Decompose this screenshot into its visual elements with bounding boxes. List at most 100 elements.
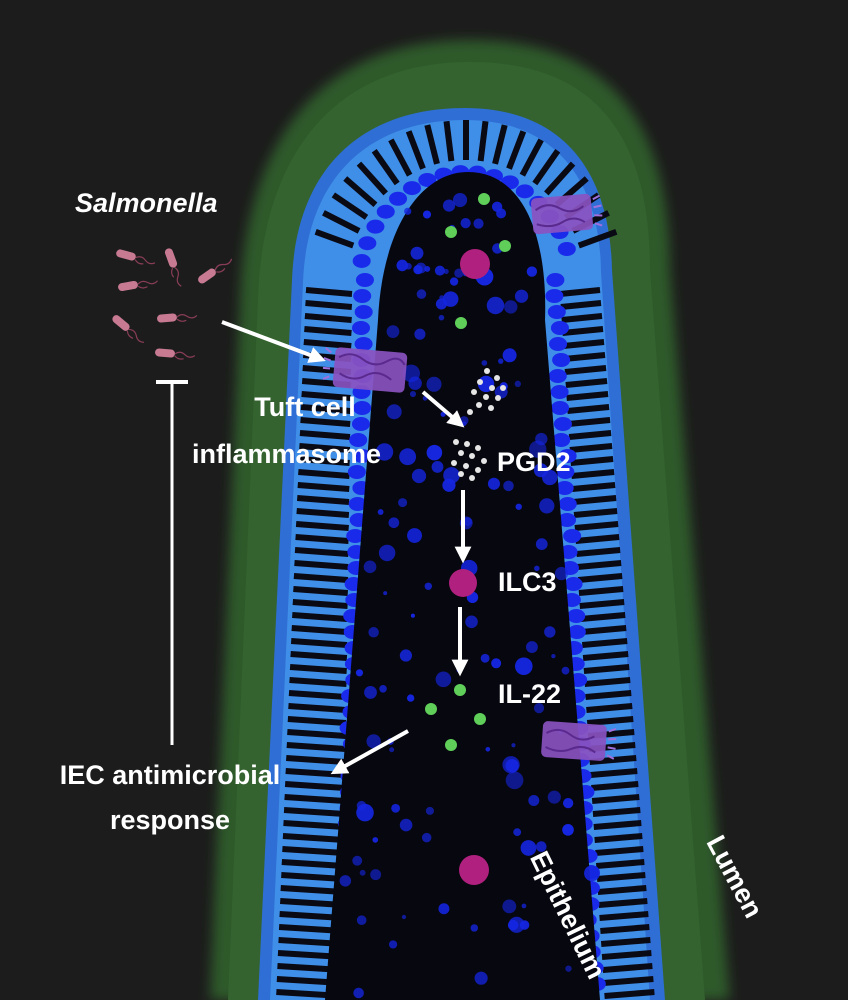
cell-stripe	[299, 443, 351, 453]
tuft-cell	[322, 347, 408, 393]
cell-stripe	[477, 120, 489, 162]
cell-stripe	[296, 495, 350, 505]
cell-stripe	[600, 937, 651, 947]
nucleus	[358, 236, 377, 251]
cell-stripe	[572, 495, 617, 505]
immune-cell-dot	[496, 208, 507, 219]
nucleus	[353, 449, 372, 463]
immune-cell-dot	[443, 268, 449, 275]
cell-stripe	[283, 820, 345, 830]
immune-cell-dot	[454, 268, 464, 278]
cell-stripe	[532, 149, 561, 186]
immune-cell-dot	[368, 627, 379, 638]
cell-stripe	[303, 339, 352, 349]
immune-cell-dot	[383, 591, 388, 596]
ilc3-cell	[459, 855, 489, 885]
immune-cell-dot	[562, 824, 574, 836]
immune-cell-dot	[515, 503, 522, 510]
cell-stripe	[571, 469, 615, 479]
immune-cell-dot	[424, 265, 431, 272]
cell-stripe	[600, 924, 650, 934]
cell-stripe	[566, 391, 609, 401]
nucleus	[376, 204, 395, 219]
cell-stripe	[305, 300, 353, 310]
cell-stripe	[290, 651, 348, 661]
cell-stripe	[293, 573, 349, 583]
immune-cell-dot	[431, 461, 444, 473]
immune-cell-dot	[440, 411, 446, 417]
immune-cell-dot	[399, 649, 413, 662]
nucleus	[355, 273, 374, 287]
immune-cell-dot	[470, 924, 479, 932]
immune-cell-dot	[416, 289, 427, 299]
cell-stripe	[356, 161, 388, 196]
cell-stripe	[592, 807, 641, 817]
cell-stripe	[586, 703, 633, 713]
immune-cell-dot	[372, 837, 379, 843]
cell-stripe	[299, 430, 351, 440]
nucleus	[558, 513, 577, 527]
cell-stripe	[604, 989, 655, 999]
label-pgd2: PGD2	[497, 447, 571, 477]
cell-stripe	[581, 638, 628, 648]
cell-stripe	[304, 313, 352, 323]
immune-cell-dot	[388, 940, 398, 949]
cell-stripe	[596, 859, 645, 869]
cell-stripe	[287, 716, 347, 726]
nucleus	[552, 353, 571, 367]
cell-stripe	[589, 755, 637, 765]
nucleus	[352, 321, 371, 335]
immune-cell-dot	[375, 443, 394, 461]
immune-cell-dot	[404, 207, 412, 215]
nucleus	[515, 184, 534, 199]
immune-cell-dot	[584, 865, 600, 882]
cell-stripe	[585, 690, 632, 700]
immune-cell-dot	[442, 478, 456, 492]
immune-cell-dot	[551, 653, 556, 659]
cell-stripe	[597, 885, 647, 895]
cell-stripe	[598, 898, 648, 908]
nucleus	[558, 497, 577, 511]
nucleus	[550, 385, 569, 399]
cell-stripe	[567, 404, 610, 414]
cell-stripe	[371, 149, 400, 186]
immune-cell-dot	[521, 903, 527, 909]
pgd2-dot	[477, 379, 483, 385]
cell-stripe	[285, 768, 346, 778]
cell-stripe	[296, 508, 350, 518]
salmonella-bacterium	[198, 258, 233, 284]
cell-stripe	[575, 534, 620, 544]
nucleus	[347, 465, 366, 479]
nucleus	[558, 449, 577, 463]
immune-cell-dot	[391, 803, 401, 813]
nucleus	[352, 253, 371, 268]
cell-stripe	[544, 161, 576, 196]
immune-cell-dot	[366, 734, 381, 749]
cell-stripe	[560, 300, 602, 310]
immune-cell-dot	[410, 246, 424, 260]
label-iec-line2: response	[109, 805, 231, 835]
immune-cell-dot	[485, 747, 491, 752]
salmonella-bacterium	[164, 248, 182, 287]
cell-stripe	[289, 664, 347, 674]
immune-cell-dot	[481, 360, 488, 366]
nucleus	[354, 305, 373, 319]
immune-cell-dot	[460, 218, 471, 229]
cell-stripe	[292, 612, 348, 622]
immune-cell-dot	[356, 915, 367, 926]
immune-cell-dot	[411, 468, 427, 484]
nucleus	[418, 172, 437, 187]
cell-stripe	[565, 378, 608, 388]
label-il22: IL-22	[498, 679, 562, 709]
nucleus	[354, 337, 373, 351]
cell-stripe	[405, 130, 426, 170]
pgd2-dot	[475, 467, 481, 473]
salmonella-bacterium	[155, 348, 196, 360]
cell-stripe	[284, 794, 346, 804]
immune-cell-dot	[402, 364, 420, 383]
cell-stripe	[574, 521, 619, 531]
pgd2-dot	[494, 375, 500, 381]
nucleus	[567, 625, 586, 639]
arrow-tuft-to-pgd2	[421, 390, 465, 428]
